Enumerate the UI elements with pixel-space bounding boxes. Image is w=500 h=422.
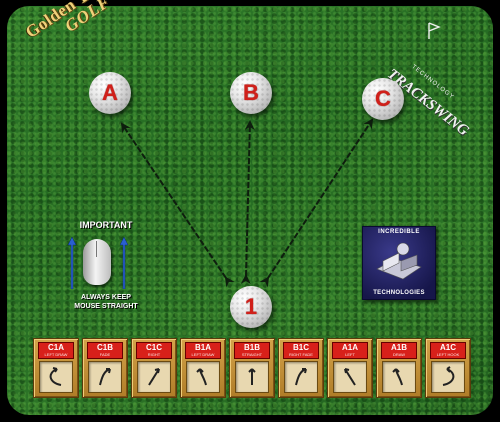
curve-arrow-icon — [49, 367, 62, 386]
shot-curve-window — [382, 361, 416, 393]
shot-code: C1B — [96, 343, 113, 352]
shot-curve-window — [235, 361, 269, 393]
it-emblem-icon — [376, 242, 422, 280]
shot-curve-window — [137, 361, 171, 393]
curve-arrow-icon — [344, 368, 356, 386]
shot-code: A1B — [390, 343, 407, 352]
shot-code: A1C — [439, 343, 456, 352]
curve-arrow-icon — [295, 368, 307, 386]
target-ball-b[interactable]: B — [230, 72, 272, 114]
curve-arrow-icon — [148, 368, 160, 386]
shot-curve-window — [333, 361, 367, 393]
target-label-c: C — [375, 86, 391, 111]
shot-code: A1A — [341, 343, 358, 352]
shot-code: C1A — [47, 343, 64, 352]
shot-description: FADE — [99, 352, 111, 357]
up-arrow-icon — [68, 237, 76, 289]
shot-description: LEFT DRAW — [44, 352, 68, 357]
shot-curve-window — [431, 361, 465, 393]
shot-description: RIGHT FADE — [289, 352, 313, 357]
arrow-to-c — [259, 118, 374, 288]
shot-code: B1B — [243, 343, 260, 352]
start-ball-label: 1 — [244, 294, 258, 319]
shot-description: LEFT — [345, 352, 355, 357]
shot-code: B1A — [194, 343, 211, 352]
shot-curve-window — [39, 361, 73, 393]
important-notice: IMPORTANT ALWAYS KEEP MOUSE STRAIGHT — [56, 220, 156, 311]
curve-arrow-icon — [196, 368, 207, 386]
shot-code: B1C — [292, 343, 309, 352]
shot-description: RIGHT — [147, 352, 161, 357]
arrow-to-a — [120, 122, 235, 288]
curve-arrow-icon — [248, 368, 256, 385]
up-arrow-icon — [120, 237, 128, 289]
mouse-icon — [83, 239, 111, 285]
shot-description: DRAW — [392, 352, 406, 357]
it-logo-bottom-text: TECHNOLOGIES — [373, 290, 425, 296]
target-ball-a[interactable]: A — [89, 72, 131, 114]
shot-curve-window — [88, 361, 122, 393]
incredible-technologies-logo: INCREDIBLE TECHNOLOGIES — [362, 226, 436, 300]
shot-description: LEFT DRAW — [191, 352, 215, 357]
curve-arrow-icon — [392, 368, 403, 386]
curve-arrow-icon — [442, 366, 455, 386]
it-logo-top-text: INCREDIBLE — [378, 229, 420, 235]
start-ball[interactable]: 1 — [230, 286, 272, 328]
arrow-to-b — [240, 120, 255, 285]
shot-code: C1C — [145, 343, 162, 352]
shot-description: LEFT HOOK — [436, 352, 460, 357]
important-title: IMPORTANT — [79, 220, 133, 230]
target-label-a: A — [102, 80, 118, 105]
shot-description: STRAIGHT — [241, 352, 263, 357]
important-note-line2: MOUSE STRAIGHT — [74, 303, 138, 310]
target-label-b: B — [243, 80, 259, 105]
shot-curve-window — [284, 361, 318, 393]
target-ball-c[interactable]: C — [362, 78, 404, 120]
golf-flag-icon — [428, 22, 441, 39]
trackswing-logo: TRACKSWING TECHNOLOGY — [384, 18, 482, 139]
important-note-line1: ALWAYS KEEP — [81, 294, 131, 301]
shot-curve-window — [186, 361, 220, 393]
curve-arrow-icon — [99, 368, 111, 386]
